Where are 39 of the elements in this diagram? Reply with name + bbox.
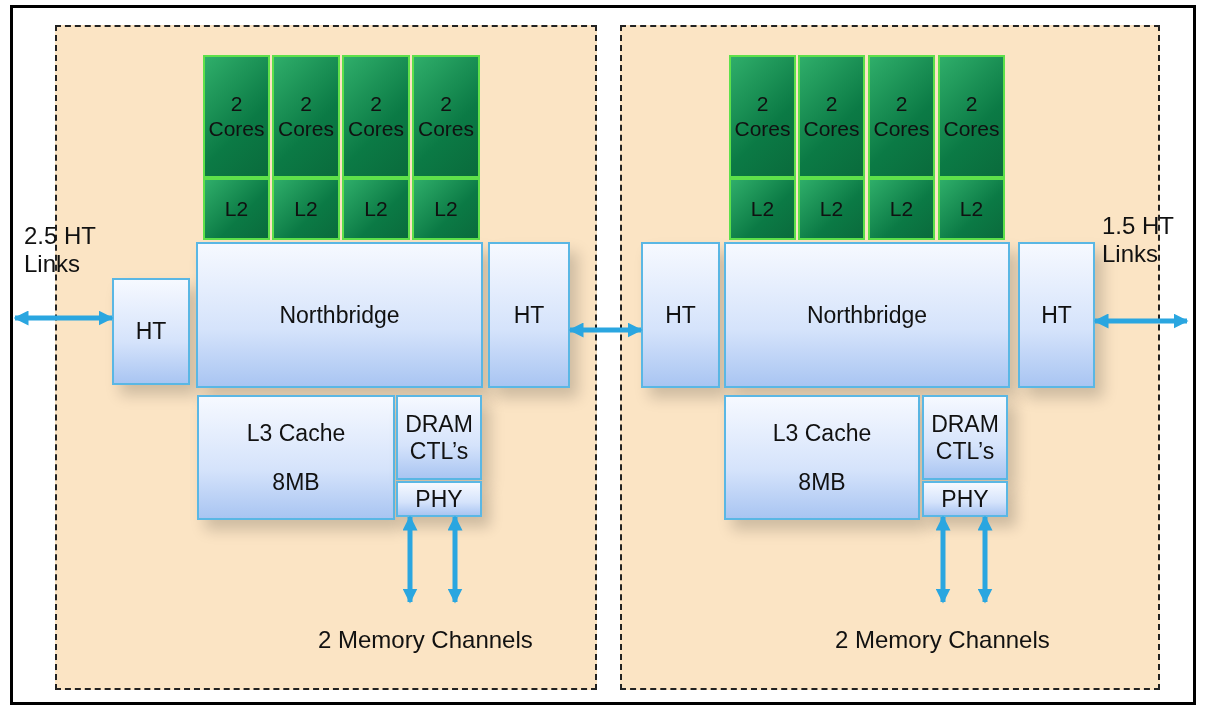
cache-block: L3 Cache 8MB [197, 395, 395, 520]
double-arrow [447, 515, 463, 604]
interface-block: HT [1018, 242, 1095, 388]
double-arrow [13, 310, 114, 326]
interface-block: HT [488, 242, 570, 388]
core-block: 2 Cores [203, 55, 270, 178]
cache-block: L2 [938, 178, 1005, 240]
double-arrow [935, 515, 951, 604]
cache-block: L2 [798, 178, 865, 240]
core-block: 2 Cores [412, 55, 480, 178]
annotation-text: 2.5 HT Links [24, 222, 97, 278]
phy-block: PHY [396, 481, 482, 517]
controller-block: DRAM CTL’s [396, 395, 482, 480]
cache-block: L2 [868, 178, 935, 240]
core-block: 2 Cores [272, 55, 340, 178]
interface-block: HT [112, 278, 190, 385]
annotation-text: 1.5 HT Links [1102, 212, 1175, 268]
double-arrow [1093, 313, 1189, 329]
cache-block: L2 [272, 178, 340, 240]
core-block: 2 Cores [798, 55, 865, 178]
cache-block: L2 [342, 178, 410, 240]
double-arrow [402, 515, 418, 604]
core-block: 2 Cores [729, 55, 796, 178]
bridge-block: Northbridge [724, 242, 1010, 388]
double-arrow [977, 515, 993, 604]
interface-block: HT [641, 242, 720, 388]
double-arrow [568, 322, 643, 338]
core-block: 2 Cores [938, 55, 1005, 178]
bridge-block: Northbridge [196, 242, 483, 388]
cache-block: L3 Cache 8MB [724, 395, 920, 520]
controller-block: DRAM CTL’s [922, 395, 1008, 480]
core-block: 2 Cores [868, 55, 935, 178]
phy-block: PHY [922, 481, 1008, 517]
cache-block: L2 [412, 178, 480, 240]
cache-block: L2 [729, 178, 796, 240]
annotation-text: 2 Memory Channels [835, 626, 1051, 654]
core-block: 2 Cores [342, 55, 410, 178]
annotation-text: 2 Memory Channels [318, 626, 534, 654]
cache-block: L2 [203, 178, 270, 240]
